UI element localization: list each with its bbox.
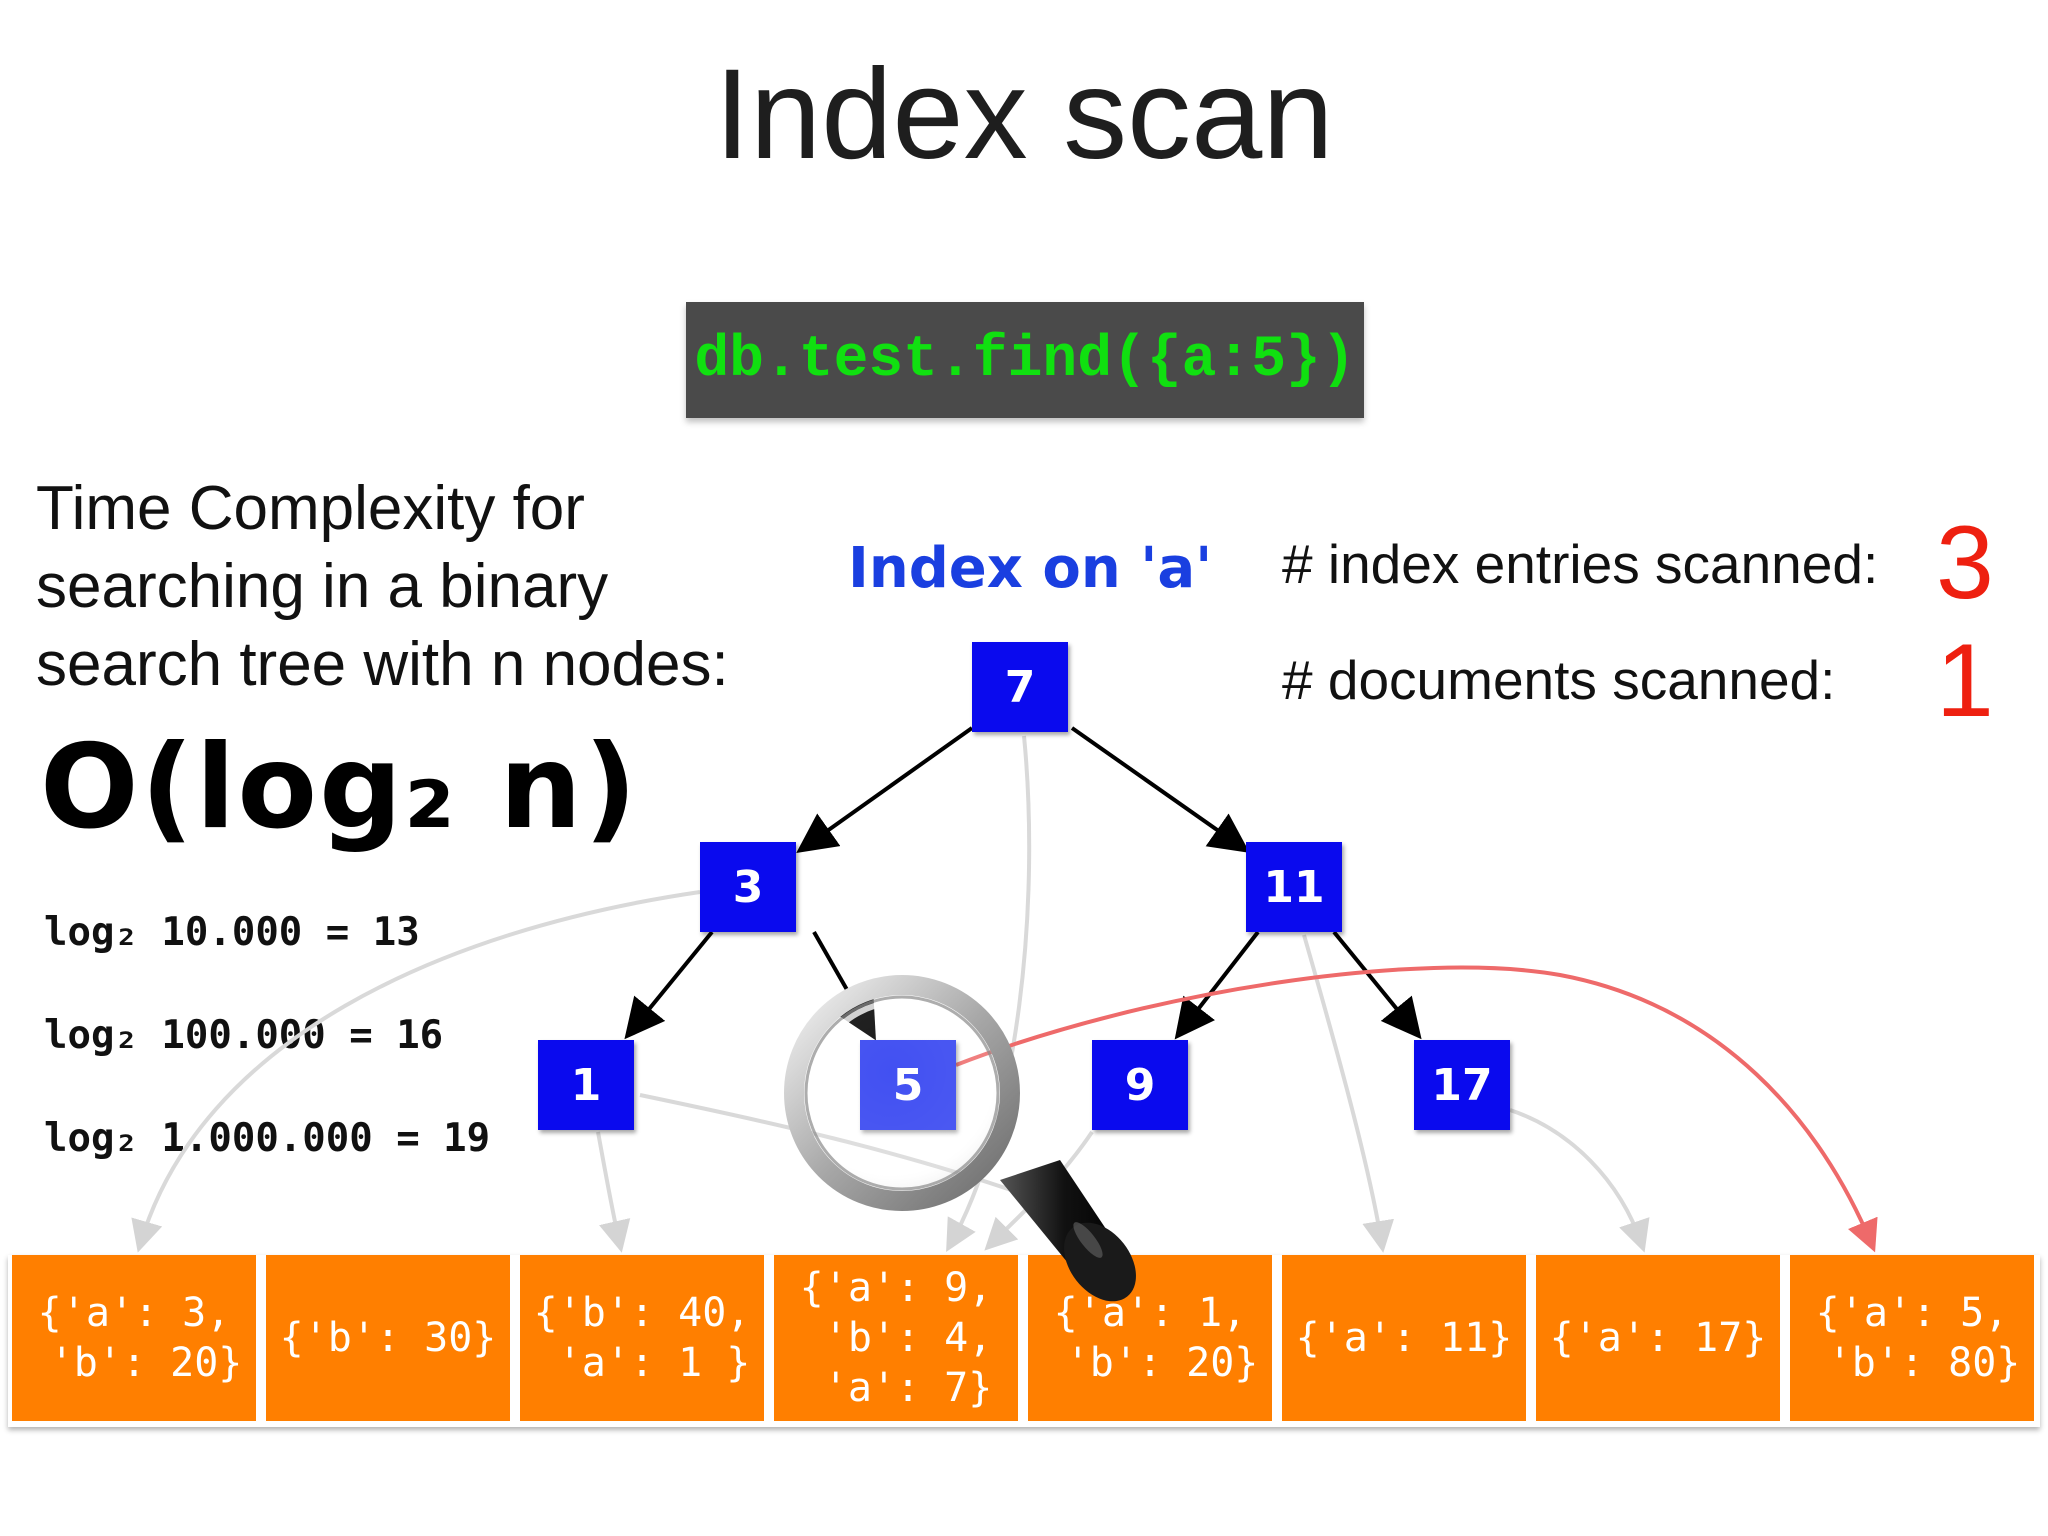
complexity-line-1: Time Complexity for — [36, 474, 585, 543]
tree-node-left: 3 — [700, 842, 796, 932]
document-pointer-arrows — [131, 735, 1650, 1253]
complexity-line-3: search tree with n nodes: — [36, 630, 729, 699]
query-text: db.test.find({a:5}) — [694, 327, 1356, 393]
edge-3-1 — [624, 930, 714, 1040]
log-example-3: log₂ 1.000.000 = 19 — [44, 1116, 491, 1161]
pointer-3-to-doc1 — [131, 890, 701, 1253]
index-entries-value: 3 — [1936, 505, 1994, 621]
pointer-1-to-doc3 — [596, 1131, 631, 1253]
pointer-17-to-doc7 — [1509, 1108, 1650, 1253]
documents-row: {'a': 3, 'b': 20} {'b': 30} {'b': 40, 'a… — [8, 1255, 2040, 1427]
tree-node-left-right: 5 — [860, 1040, 956, 1130]
pointer-7-to-doc4 — [946, 735, 1032, 1252]
pointer-11-to-doc6 — [1302, 934, 1395, 1253]
edge-3-5 — [812, 931, 876, 1041]
tree-node-right: 11 — [1246, 842, 1342, 932]
document-1: {'a': 3, 'b': 20} — [12, 1255, 256, 1421]
document-7: {'a': 17} — [1536, 1255, 1780, 1421]
tree-node-root: 7 — [972, 642, 1068, 732]
complexity-line-2: searching in a binary — [36, 552, 609, 621]
edge-11-9 — [1174, 930, 1260, 1040]
document-5: {'a': 1, 'b': 20} — [1028, 1255, 1272, 1421]
query-code-box: db.test.find({a:5}) — [686, 302, 1364, 418]
documents-scanned-value: 1 — [1936, 623, 1994, 739]
log-example-2: log₂ 100.000 = 16 — [44, 1013, 444, 1058]
index-entries-label: # index entries scanned: — [1282, 533, 1879, 595]
document-4: {'a': 9, 'b': 4, 'a': 7} — [774, 1255, 1018, 1421]
document-8: {'a': 5, 'b': 80} — [1790, 1255, 2034, 1421]
slide-title: Index scan — [714, 43, 1334, 186]
match-arrow — [955, 965, 1878, 1253]
index-label: Index on 'a' — [848, 536, 1213, 601]
complexity-formula: O(log₂ n) — [40, 720, 639, 855]
document-6: {'a': 11} — [1282, 1255, 1526, 1421]
edge-7-11 — [1070, 726, 1250, 853]
complexity-description: Time Complexity for searching in a binar… — [36, 470, 729, 704]
documents-scanned-label: # documents scanned: — [1282, 649, 1836, 711]
tree-node-right-right: 17 — [1414, 1040, 1510, 1130]
edge-11-17 — [1332, 930, 1422, 1040]
tree-node-left-left: 1 — [538, 1040, 634, 1130]
log-example-1: log₂ 10.000 = 13 — [44, 910, 420, 955]
document-3: {'b': 40, 'a': 1 } — [520, 1255, 764, 1421]
pointer-1-to-doc5 — [639, 1093, 1041, 1202]
tree-node-right-left: 9 — [1092, 1040, 1188, 1130]
edge-7-3 — [796, 726, 974, 853]
document-2: {'b': 30} — [266, 1255, 510, 1421]
